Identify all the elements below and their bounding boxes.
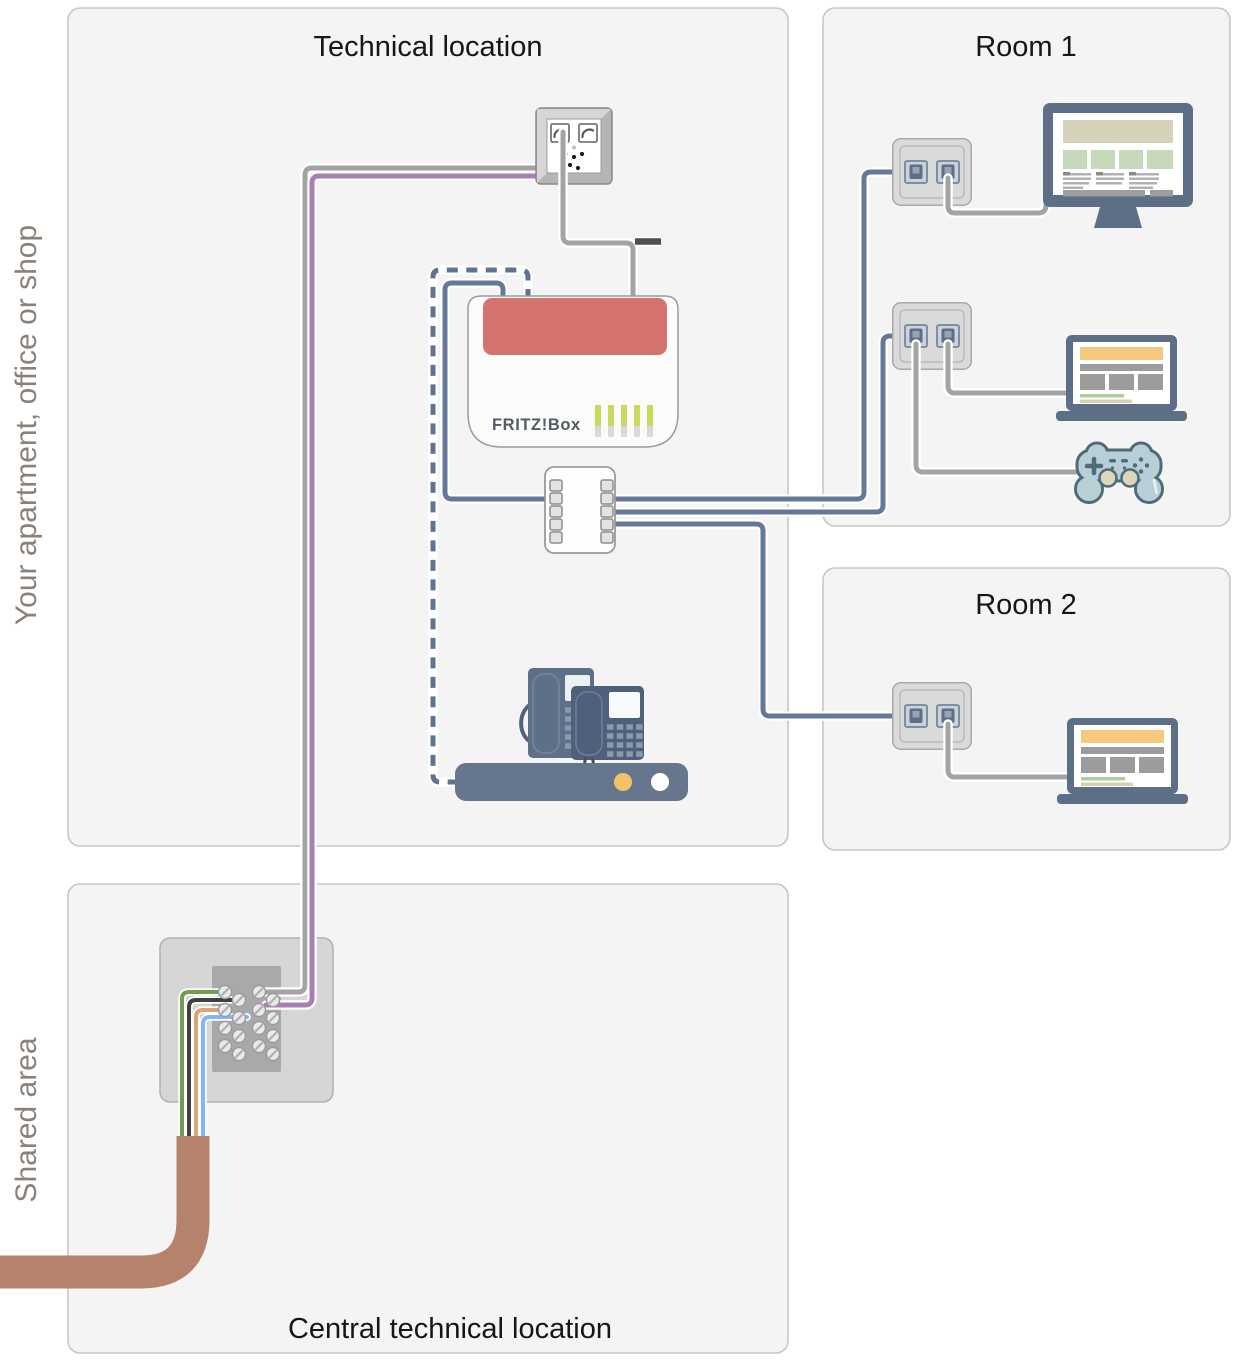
panel-technical-bg	[67, 7, 789, 847]
screen-text-lines	[1063, 172, 1159, 189]
panel-room2: Room 2	[822, 567, 1231, 851]
screw	[217, 1038, 233, 1054]
panel-title-room1: Room 1	[975, 31, 1077, 63]
analog-stick	[1120, 468, 1140, 488]
lan-switch	[544, 466, 616, 554]
screw	[265, 992, 281, 1008]
phone-handset	[532, 673, 560, 754]
phone-keypad	[607, 724, 643, 757]
panel-title-technical: Technical location	[314, 31, 543, 63]
fritzbox-router: FRITZ!Box	[467, 295, 679, 448]
screw	[217, 1020, 233, 1036]
desk-phones	[519, 668, 644, 770]
screen-banner	[1063, 120, 1173, 143]
phone-system-body	[455, 763, 688, 801]
screw	[265, 1028, 281, 1044]
switch-ports	[549, 479, 614, 544]
panel-technical-location: Technical location	[67, 7, 789, 847]
phone-system-unit	[455, 763, 688, 801]
phone-wall-socket	[535, 107, 613, 185]
phone-display	[609, 692, 640, 718]
screw	[231, 992, 247, 1008]
phone-handset	[575, 691, 603, 756]
action-buttons-icon	[1109, 457, 1150, 474]
panel-title-room2: Room 2	[975, 589, 1077, 621]
dpad-icon	[1084, 456, 1104, 476]
desktop-monitor	[1043, 103, 1193, 228]
screen-footer-button	[1150, 190, 1173, 197]
router-red-top	[483, 298, 667, 355]
laptop-room2	[1057, 718, 1188, 804]
network-socket-room2	[893, 683, 972, 750]
screw	[251, 1038, 267, 1054]
status-led-white	[651, 773, 669, 791]
screen-footer-bar	[1063, 190, 1145, 197]
analog-stick	[1098, 468, 1118, 488]
controller-shine	[1152, 478, 1158, 495]
side-label-apartment: Your apartment, office or shop	[10, 225, 43, 625]
screw	[231, 1010, 247, 1026]
screw	[265, 1010, 281, 1026]
screw	[251, 984, 267, 1000]
router-logo: FRITZ!Box	[492, 416, 581, 434]
phone-jack-right	[578, 123, 598, 143]
panel-title-central: Central technical location	[288, 1313, 612, 1345]
desk-phone-front	[571, 686, 644, 760]
game-controller	[1074, 441, 1164, 504]
screw	[251, 1002, 267, 1018]
network-socket-room1-bottom	[893, 303, 972, 370]
status-led-amber	[614, 773, 632, 791]
screw	[217, 1002, 233, 1018]
screw	[251, 1020, 267, 1036]
laptop-room1	[1056, 335, 1187, 421]
phone-socket-bevel	[537, 109, 611, 183]
monitor-stand	[1094, 207, 1142, 228]
screw	[217, 984, 233, 1000]
router-leds	[595, 405, 653, 437]
network-socket-room1-top	[893, 139, 972, 206]
screw	[231, 1046, 247, 1062]
screen-tiles	[1063, 150, 1173, 169]
phone-receiver-icon	[581, 128, 595, 139]
screw	[265, 1046, 281, 1062]
side-label-shared-area: Shared area	[10, 1037, 43, 1202]
screw	[231, 1028, 247, 1044]
